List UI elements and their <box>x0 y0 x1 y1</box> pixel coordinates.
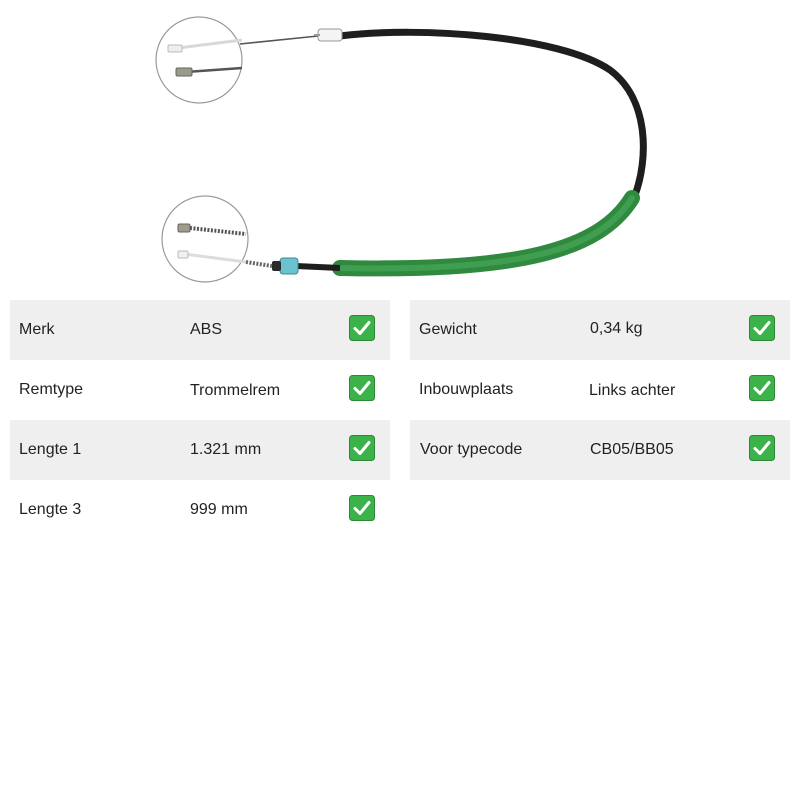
spec-value: 0,34 kg <box>590 320 643 337</box>
spec-value: 999 mm <box>190 501 248 518</box>
spec-value: 1.321 mm <box>190 441 262 458</box>
spec-row-merk: Merk ABS <box>10 300 390 360</box>
spec-row-voor-typecode: Voor typecode CB05/BB05 <box>410 420 790 480</box>
check-icon <box>349 495 375 521</box>
spec-label: Lengte 1 <box>19 441 82 458</box>
check-icon <box>349 435 375 461</box>
spec-row-lengte-1: Lengte 1 1.321 mm <box>10 420 390 480</box>
spec-label: Gewicht <box>419 321 477 338</box>
check-icon <box>349 315 375 341</box>
spec-row-inbouwplaats: Inbouwplaats Links achter <box>410 360 790 420</box>
spec-value: CB05/BB05 <box>590 441 674 458</box>
brake-cable-image <box>155 16 647 283</box>
spec-label: Voor typecode <box>420 441 523 458</box>
spec-row-remtype: Remtype Trommelrem <box>10 360 390 420</box>
spec-value: ABS <box>190 321 223 338</box>
spec-value: Links achter <box>589 382 676 399</box>
spec-label: Remtype <box>19 381 84 398</box>
spec-row-lengte-3: Lengte 3 999 mm <box>10 480 390 540</box>
spec-label: Lengte 3 <box>19 501 82 518</box>
check-icon <box>749 435 775 461</box>
check-icon <box>349 375 375 401</box>
check-icon <box>749 315 775 341</box>
spec-table-left: Merk ABS Remtype Trommelrem Lengte 1 1.3… <box>10 300 390 540</box>
check-icon <box>749 375 775 401</box>
spec-table-right: Gewicht 0,34 kg Inbouwplaats Links achte… <box>410 300 790 480</box>
spec-row-gewicht: Gewicht 0,34 kg <box>410 300 790 360</box>
spec-value: Trommelrem <box>190 382 281 399</box>
spec-label: Merk <box>19 321 55 338</box>
spec-label: Inbouwplaats <box>419 381 514 398</box>
